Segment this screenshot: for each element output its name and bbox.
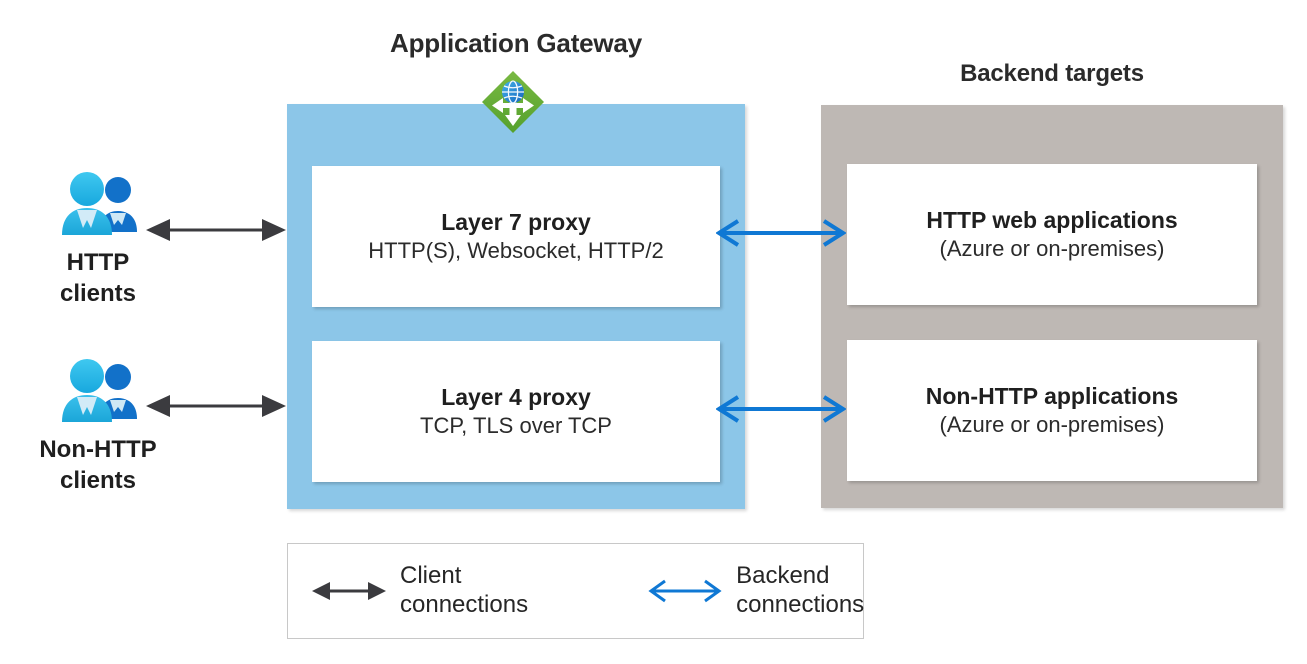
http-clients-group: HTTP clients	[0, 168, 196, 309]
users-icon	[62, 172, 137, 235]
http-web-applications-card: HTTP web applications (Azure or on-premi…	[847, 164, 1257, 305]
non-http-applications-title: Non-HTTP applications	[925, 382, 1179, 409]
client-connection-legend-arrow-icon	[312, 582, 386, 600]
backend-section-title: Backend targets	[960, 60, 1144, 87]
backend-connection-arrow-http	[716, 219, 846, 247]
layer-7-proxy-subtitle: HTTP(S), Websocket, HTTP/2	[368, 237, 664, 263]
non-http-clients-label: Non-HTTP clients	[39, 436, 157, 494]
legend-label-backend-connections: Backend connections	[736, 562, 865, 618]
backend-connection-legend-arrow-icon	[648, 579, 722, 603]
non-http-applications-card: Non-HTTP applications (Azure or on-premi…	[847, 340, 1257, 481]
layer-7-proxy-card: Layer 7 proxy HTTP(S), Websocket, HTTP/2	[312, 166, 720, 307]
http-clients-label: HTTP clients	[59, 249, 137, 307]
legend-box: Client connections Backend connections	[287, 543, 864, 639]
http-web-applications-subtitle: (Azure or on-premises)	[939, 235, 1165, 261]
users-icon	[62, 359, 137, 422]
client-connection-arrow-nonhttp	[146, 395, 286, 417]
layer-4-proxy-subtitle: TCP, TLS over TCP	[420, 412, 612, 438]
non-http-clients-group: Non-HTTP clients	[0, 355, 196, 496]
gateway-section-title: Application Gateway	[390, 28, 642, 58]
layer-4-proxy-title: Layer 4 proxy	[441, 383, 591, 410]
layer-7-proxy-title: Layer 7 proxy	[441, 208, 591, 235]
http-web-applications-title: HTTP web applications	[926, 206, 1178, 233]
azure-application-gateway-icon	[482, 71, 544, 133]
non-http-applications-subtitle: (Azure or on-premises)	[939, 411, 1165, 437]
legend-label-client-connections: Client connections	[400, 562, 529, 618]
legend-item-client-connections: Client connections	[312, 562, 528, 620]
backend-connection-arrow-nonhttp	[716, 395, 846, 423]
client-connection-arrow-http	[146, 219, 286, 241]
legend-item-backend-connections: Backend connections	[648, 562, 864, 620]
layer-4-proxy-card: Layer 4 proxy TCP, TLS over TCP	[312, 341, 720, 482]
